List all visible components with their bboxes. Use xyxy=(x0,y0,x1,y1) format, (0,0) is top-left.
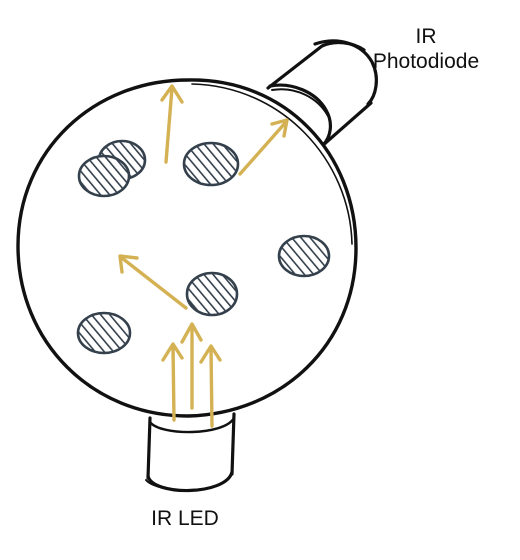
smoke-particle xyxy=(76,311,132,355)
smoke-particle xyxy=(77,154,131,198)
photodiode-body xyxy=(266,39,378,148)
scattered-light-arrow xyxy=(238,118,289,176)
led-body xyxy=(145,412,236,493)
smoke-particle xyxy=(185,271,239,317)
led-beam-arrow xyxy=(199,344,222,428)
ir-light-arrows xyxy=(118,84,289,428)
photodiode-label: IR Photodiode xyxy=(356,24,496,74)
led-beam-arrow xyxy=(180,322,203,410)
led-label: IR LED xyxy=(151,507,219,530)
led-beam-arrow xyxy=(161,342,184,422)
scattered-light-arrow xyxy=(160,84,184,164)
smoke-particle xyxy=(182,141,240,187)
smoke-particles xyxy=(76,139,331,355)
scattered-light-arrow xyxy=(118,254,188,310)
photodiode-label-line1: IR xyxy=(415,25,437,48)
photodiode-label-line2: Photodiode xyxy=(372,50,480,73)
smoke-particle xyxy=(277,234,331,278)
